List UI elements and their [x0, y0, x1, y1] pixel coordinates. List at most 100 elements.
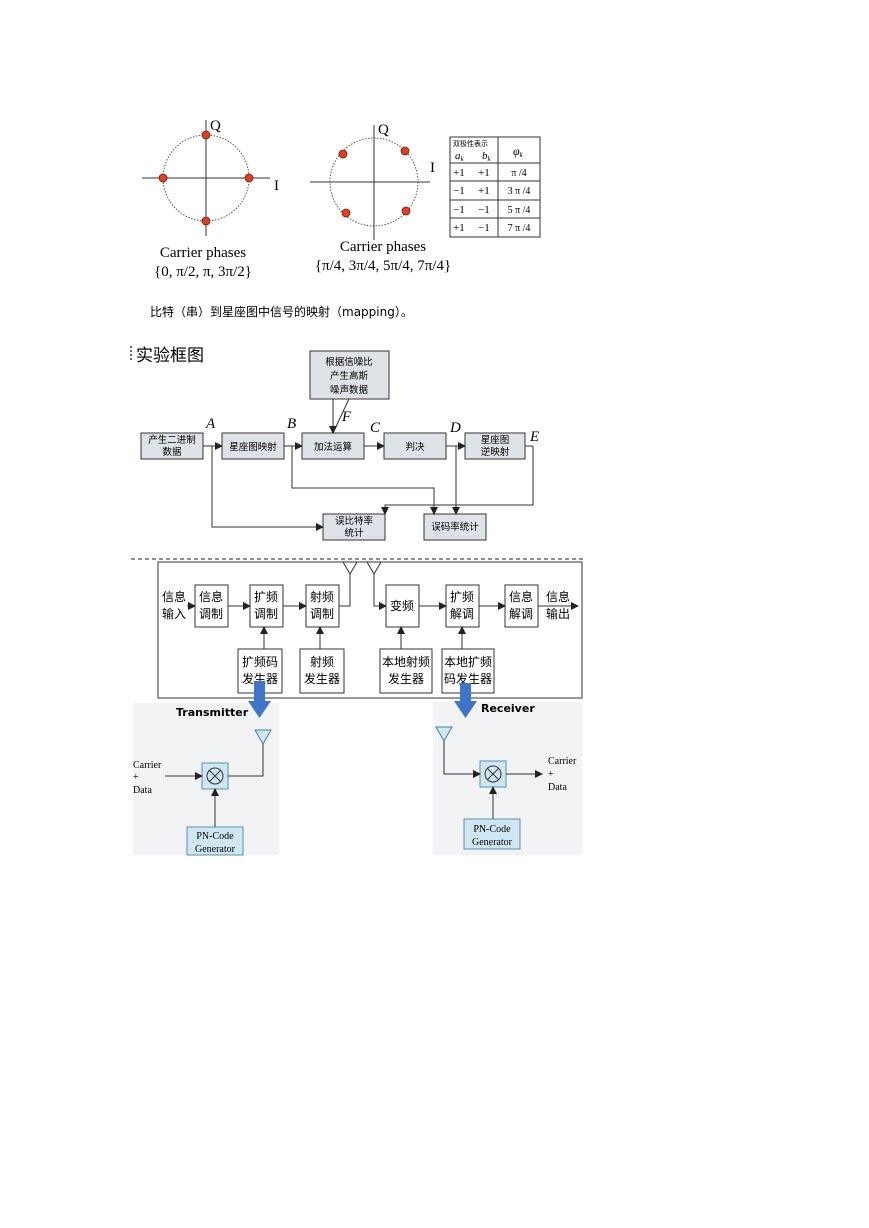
i-axis-label: I: [430, 160, 435, 176]
mapping-caption: 比特（串）到星座图中信号的映射（mapping）。: [150, 304, 413, 319]
constellation-point: [201, 130, 211, 140]
spread-spectrum-diagram: 信息 输入 信息 输出 信息 调制 扩频 调制 射频 调制 变频 扩频 解调 信…: [157, 561, 583, 699]
svg-text:扩频: 扩频: [450, 590, 474, 604]
svg-text:C: C: [370, 420, 381, 436]
svg-text:信息: 信息: [162, 589, 186, 604]
symbol-error-rate-block: [423, 513, 487, 541]
svg-text:PN-Code: PN-Code: [473, 824, 511, 835]
svg-text:Carrier: Carrier: [548, 756, 577, 767]
section-title: 实验框图: [136, 346, 204, 366]
svg-text:本地射频: 本地射频: [382, 654, 430, 669]
antenna-icon: [435, 726, 453, 743]
table-header-top: 双极性表示: [453, 139, 488, 148]
svg-text:星座图: 星座图: [481, 434, 510, 446]
svg-text:解调: 解调: [450, 607, 474, 621]
svg-text:D: D: [449, 420, 461, 436]
svg-text:PN-Code: PN-Code: [196, 831, 234, 842]
system-frame: [157, 561, 583, 699]
tx-antenna-icon: [342, 561, 358, 575]
table-cell-phi: π /4: [511, 168, 526, 179]
svg-text:调制: 调制: [254, 607, 278, 621]
table-cell-b: −1: [478, 204, 490, 216]
constellation-point: [201, 216, 211, 226]
constellation-demapping-block: [464, 432, 526, 460]
svg-text:Data: Data: [548, 782, 567, 793]
svg-text:信息: 信息: [546, 589, 570, 604]
noise-generator-block: [309, 350, 390, 400]
svg-text:解调: 解调: [509, 607, 533, 621]
svg-text:Generator: Generator: [195, 844, 236, 855]
svg-text:根据信噪比: 根据信噪比: [325, 356, 373, 368]
table-cell-phi: 3 π /4: [508, 186, 531, 197]
table-cell-a: +1: [453, 222, 465, 234]
transmitter-panel: Transmitter Carrier + Data PN-Code Gener…: [133, 681, 279, 856]
caption-line1: Carrier phases: [160, 245, 246, 261]
constellation-point: [401, 206, 411, 216]
antenna-icon: [254, 729, 272, 746]
multiplier-icon: [206, 767, 224, 785]
svg-text:星座图映射: 星座图映射: [229, 441, 277, 453]
svg-text:Generator: Generator: [472, 837, 513, 848]
unit-circle: [329, 137, 419, 227]
table-cell-a: +1: [453, 167, 465, 179]
svg-text:+: +: [133, 772, 139, 783]
transmitter-title: Transmitter: [176, 706, 249, 719]
svg-text:射频: 射频: [310, 654, 334, 669]
svg-text:噪声数据: 噪声数据: [330, 384, 369, 396]
experiment-block-diagram: 根据信噪比 产生高斯 噪声数据 产生二进制 数据 星座图映射 加法运算 判决 星…: [140, 350, 539, 541]
pn-code-generator-block: [186, 826, 244, 856]
bit-error-rate-block: [322, 513, 386, 541]
constellation-diagram-1: Q I Carrier phases {0, π/2, π, 3π/2}: [142, 118, 279, 280]
rf-generator-block: [299, 648, 345, 694]
svg-text:输出: 输出: [546, 606, 570, 621]
table-cell-b: +1: [478, 185, 490, 197]
svg-text:信息: 信息: [509, 589, 533, 604]
svg-text:扩频: 扩频: [254, 590, 278, 604]
svg-text:调制: 调制: [199, 607, 223, 621]
pn-code-generator-block: [463, 818, 521, 850]
caption-line1: Carrier phases: [340, 239, 426, 255]
svg-text:发生器: 发生器: [242, 671, 278, 686]
constellation-point: [400, 146, 410, 156]
svg-text:Data: Data: [133, 785, 152, 796]
table-cell-a: −1: [453, 204, 465, 216]
constellation-point: [338, 149, 348, 159]
svg-text:A: A: [205, 416, 216, 432]
constellation-point: [244, 173, 254, 183]
down-arrow-icon: [460, 683, 471, 703]
svg-text:E: E: [529, 429, 539, 445]
local-rf-generator-block: [379, 648, 433, 694]
svg-text:码发生器: 码发生器: [444, 671, 492, 686]
svg-text:B: B: [287, 416, 296, 432]
rx-antenna-icon: [366, 561, 382, 575]
table-cell-a: −1: [453, 185, 465, 197]
table-header-a: ak: [455, 150, 465, 163]
svg-text:产生高斯: 产生高斯: [330, 370, 369, 382]
svg-text:变频: 变频: [390, 598, 414, 613]
constellation-point: [158, 173, 168, 183]
despread-block: [445, 584, 480, 628]
table-cell-b: −1: [478, 222, 490, 234]
constellation-point: [341, 208, 351, 218]
svg-text:误比特率: 误比特率: [335, 515, 374, 527]
table-cell-phi: 5 π /4: [508, 205, 531, 216]
caption-line2: {0, π/2, π, 3π/2}: [154, 264, 252, 280]
svg-text:产生二进制: 产生二进制: [148, 434, 196, 446]
svg-text:逆映射: 逆映射: [481, 446, 510, 458]
svg-text:数据: 数据: [162, 446, 182, 458]
table-header-b: bk: [482, 150, 492, 163]
svg-text:F: F: [341, 409, 352, 425]
constellation-diagram-2: Q I Carrier phases {π/4, 3π/4, 5π/4, 7π/…: [310, 122, 451, 274]
svg-text:判决: 判决: [405, 441, 425, 453]
svg-text:信息: 信息: [199, 589, 223, 604]
q-axis-label: Q: [210, 118, 221, 134]
info-demodulator-block: [504, 584, 539, 628]
receiver-panel: Receiver Carrier + Data PN-Code Generato…: [433, 683, 582, 855]
svg-text:本地扩频: 本地扩频: [444, 655, 492, 669]
mapping-table: 双极性表示 ak bk φk +1 +1 π /4 −1 +1 3 π /4 −…: [449, 136, 541, 238]
svg-text:发生器: 发生器: [304, 671, 340, 686]
svg-text:调制: 调制: [310, 607, 334, 621]
receiver-title: Receiver: [481, 702, 535, 715]
table-cell-phi: 7 π /4: [508, 223, 531, 234]
